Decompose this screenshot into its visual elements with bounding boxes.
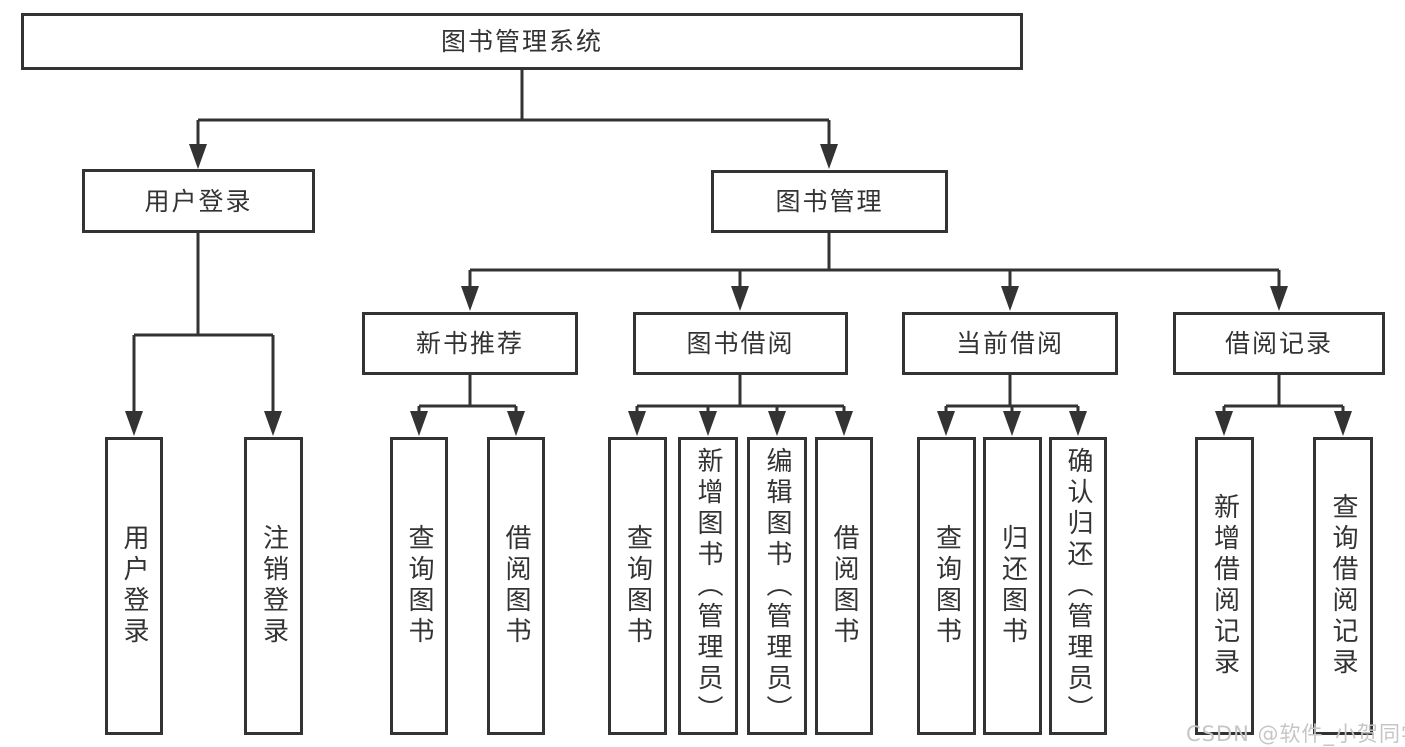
node-label-add-books-admin: 新增图书（管理员） [693,446,723,726]
arrowhead-icon [699,411,717,436]
arrowhead-icon [461,286,479,311]
node-logout-leaf: 注销登录 [244,437,303,735]
node-label-query-books-current: 查询图书 [931,524,962,648]
node-label-borrow-books-newrec: 借阅图书 [501,524,531,648]
node-borrowing-records: 借阅记录 [1173,312,1385,375]
node-edit-books-admin: 编辑图书（管理员） [747,437,807,735]
node-label-return-books: 归还图书 [997,524,1028,648]
arrowhead-icon [125,411,143,436]
node-label-book-management: 图书管理 [775,187,884,216]
node-label-current-borrowing: 当前借阅 [955,329,1064,358]
arrowhead-icon [835,411,853,436]
node-label-borrow-books-borrowing: 借阅图书 [829,524,859,648]
node-new-book-recommendation: 新书推荐 [362,312,578,375]
node-label-book-borrowing: 图书借阅 [686,329,795,358]
node-label-edit-books-admin: 编辑图书（管理员） [762,446,792,726]
node-label-confirm-return-admin: 确认归还（管理员） [1063,446,1093,726]
node-book-borrowing: 图书借阅 [633,312,848,375]
arrowhead-icon [1215,411,1233,436]
arrowhead-icon [820,144,838,169]
node-label-root: 图书管理系统 [440,27,603,56]
node-add-books-admin: 新增图书（管理员） [678,437,738,735]
arrowhead-icon [937,411,955,436]
arrowhead-icon [1069,411,1087,436]
node-query-books-newrec: 查询图书 [390,437,448,735]
arrowhead-icon [731,286,749,311]
node-user-login: 用户登录 [82,169,315,233]
arrowhead-icon [189,144,207,169]
arrowhead-icon [1334,411,1352,436]
arrowhead-icon [628,411,646,436]
arrowhead-icon [768,411,786,436]
node-label-query-books-borrowing: 查询图书 [622,524,653,648]
node-label-user-login: 用户登录 [144,186,253,216]
node-query-borrow-record: 查询借阅记录 [1313,437,1373,735]
arrowhead-icon [1001,286,1019,311]
node-query-books-current: 查询图书 [917,437,976,735]
arrowhead-icon [507,411,525,436]
node-book-management: 图书管理 [711,170,948,233]
node-root: 图书管理系统 [21,13,1023,70]
arrowhead-icon [1003,411,1021,436]
node-borrow-books-newrec: 借阅图书 [487,437,545,735]
node-label-borrowing-records: 借阅记录 [1224,329,1333,358]
node-confirm-return-admin: 确认归还（管理员） [1049,437,1107,735]
node-current-borrowing: 当前借阅 [902,312,1118,375]
node-label-user-login-leaf: 用户登录 [119,524,149,648]
node-label-query-borrow-record: 查询借阅记录 [1328,493,1358,679]
node-return-books: 归还图书 [983,437,1042,735]
arrowhead-icon [1270,286,1288,311]
node-label-logout-leaf: 注销登录 [258,524,289,648]
arrowhead-icon [264,411,282,436]
watermark: CSDN @软件_小贺同学 [1186,722,1405,746]
node-user-login-leaf: 用户登录 [105,437,163,735]
node-label-new-book-recommendation: 新书推荐 [415,329,524,358]
node-query-books-borrowing: 查询图书 [608,437,667,735]
node-borrow-books-borrowing: 借阅图书 [815,437,873,735]
node-label-query-books-newrec: 查询图书 [404,524,434,648]
arrowhead-icon [410,411,428,436]
node-add-borrow-record: 新增借阅记录 [1195,437,1254,735]
node-label-add-borrow-record: 新增借阅记录 [1209,493,1240,679]
